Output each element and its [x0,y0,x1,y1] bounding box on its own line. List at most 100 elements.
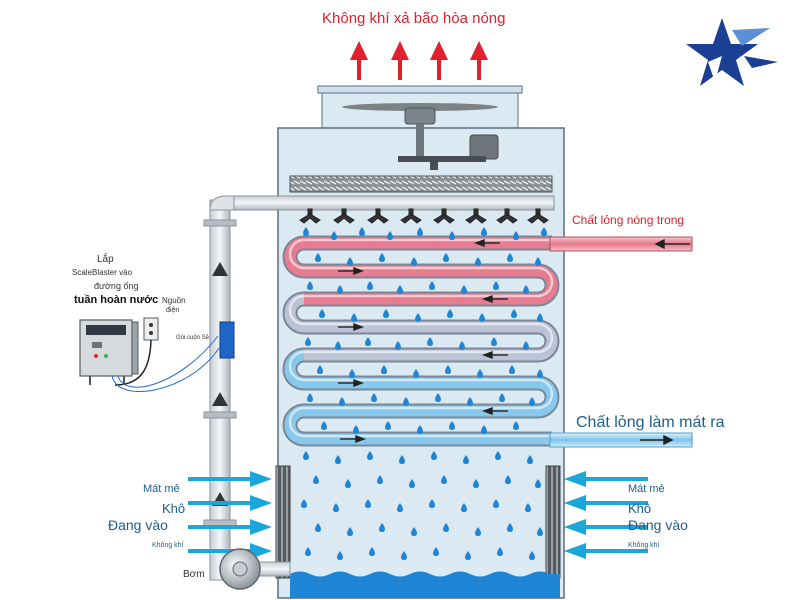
air-louver-right [545,465,561,579]
water-drop [385,421,391,430]
spray-nozzle-icon [367,208,389,224]
cables [89,335,220,392]
water-drop [449,231,455,240]
power-outlet-icon [143,317,159,341]
cooled-fluid-out-label: Chất lỏng làm mát ra [576,414,725,431]
water-drop [509,365,515,374]
water-drop [427,337,433,346]
exhaust-label: Không khí xả bão hòa nóng [322,10,506,27]
water-drop [397,503,403,512]
water-drop [435,393,441,402]
flow-arrow [640,434,674,446]
water-drop [445,365,451,374]
water-drop [535,479,541,488]
spray-header [231,195,555,211]
water-drop [317,365,323,374]
scaleblaster-label-line4: tuần hoàn nước [74,294,159,306]
water-drop [401,551,407,560]
water-drop [465,551,471,560]
air-arrow [564,495,648,511]
water-drop [381,365,387,374]
water-drop [493,499,499,508]
water-drop [337,285,343,294]
water-drop [303,227,309,236]
air-louver-left [275,465,291,579]
scaleblaster-label-line2: ScaleBlaster vào [72,268,133,277]
water-drop [507,253,513,262]
water-drop [411,527,417,536]
water-drop [347,527,353,536]
water-drop [313,475,319,484]
exhaust-arrow [470,41,488,80]
hot-fluid-in-label: Chất lỏng nóng trong [572,213,685,227]
coil-tubes [282,235,560,447]
water-drop [307,393,313,402]
flow-arrow [482,406,508,416]
exhaust-arrow [430,41,448,80]
water-drop [535,257,541,266]
water-drop [429,499,435,508]
water-drop [359,227,365,236]
drift-eliminator [289,175,553,193]
water-drop [335,455,341,464]
water-drop [417,227,423,236]
water-drop [409,479,415,488]
water-drop [415,313,421,322]
water-drop [333,503,339,512]
water-drop [537,369,543,378]
air-arrow [564,471,648,487]
water-drop [475,257,481,266]
air-left-label-2: Khô [162,501,186,516]
water-drop [473,479,479,488]
water-drop [493,281,499,290]
coil-tube-hot [284,237,558,305]
air-arrows-left [188,471,272,559]
water-drop [525,503,531,512]
water-drop [477,369,483,378]
water-drop [371,393,377,402]
scaleblaster-label-line3: đường ống [94,281,139,291]
water-drop [429,281,435,290]
water-drop [367,451,373,460]
water-drop [305,547,311,556]
water-drop [513,421,519,430]
water-drop [413,369,419,378]
water-drop [467,397,473,406]
spray-nozzle-icon [527,208,549,224]
water-drop [399,455,405,464]
flow-arrow [474,238,500,248]
air-arrow [564,519,648,535]
water-drop [443,523,449,532]
water-drop [319,309,325,318]
spray-nozzle-icon [433,208,455,224]
fan-icon [342,103,498,156]
water-drop [495,451,501,460]
water-drop [321,421,327,430]
water-drop [345,479,351,488]
scaleblaster-control-box [79,319,139,377]
water-drop [449,421,455,430]
water-drop [527,455,533,464]
scaleblaster-label-line1: Lắp [97,254,114,265]
spray-nozzles [299,208,549,224]
water-drop [431,451,437,460]
indicator-light-red [94,354,98,358]
air-right-label-4: Không khí [628,542,660,549]
power-label-line2: điện [166,307,180,314]
air-arrow [188,471,272,487]
water-drop [417,425,423,434]
water-drop [337,551,343,560]
flow-arrow [482,294,508,304]
water-drops [301,227,547,560]
flow-arrow [338,266,364,276]
flow-arrow [338,378,364,388]
water-drop [481,425,487,434]
water-basin [290,571,560,598]
water-drop [339,397,345,406]
air-left-label-4: Không khí [152,542,184,549]
pump-icon [219,548,291,590]
water-drop [497,547,503,556]
water-drop [529,397,535,406]
spray-nozzle-icon [400,208,422,224]
water-drop [365,337,371,346]
